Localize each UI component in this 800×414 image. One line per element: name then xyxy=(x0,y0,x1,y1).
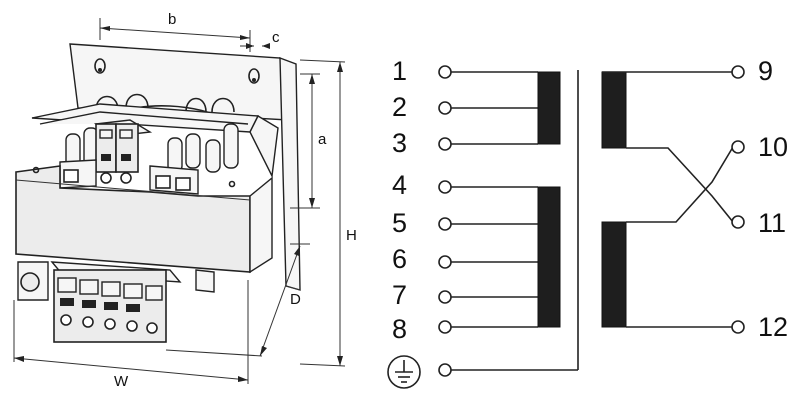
mounting-bracket xyxy=(69,43,301,291)
primary-pin-labels: 1 2 3 4 5 6 7 8 xyxy=(392,56,407,344)
mounting-hole-left-icon xyxy=(94,58,106,74)
terminal-12 xyxy=(731,320,745,334)
primary-winding-lower xyxy=(537,186,561,328)
terminal-2 xyxy=(438,101,452,115)
pin-label-6: 6 xyxy=(392,244,407,274)
secondary-leads xyxy=(602,71,734,328)
dim-D-label: D xyxy=(290,291,301,308)
pin-label-5: 5 xyxy=(392,208,407,238)
pin-label-8: 8 xyxy=(392,314,407,344)
terminal-ground xyxy=(438,363,452,377)
core-shield xyxy=(450,70,579,371)
pin-label-1: 1 xyxy=(392,56,407,86)
dim-H-label: H xyxy=(346,227,357,244)
secondary-winding-upper xyxy=(601,71,627,149)
terminal-11 xyxy=(731,215,745,229)
secondary-pin-labels: 9 10 11 12 xyxy=(758,56,788,342)
pin-label-12: 12 xyxy=(758,312,788,342)
primary-terminals xyxy=(438,65,538,334)
terminal-5 xyxy=(438,217,452,231)
terminal-3 xyxy=(438,137,452,151)
dim-b-label: b xyxy=(168,11,176,28)
terminal-7 xyxy=(438,290,452,304)
pin-label-7: 7 xyxy=(392,280,407,310)
terminal-9 xyxy=(731,65,745,79)
secondary-terminals xyxy=(731,65,745,334)
earth-ground-icon xyxy=(387,355,421,389)
pin-label-11: 11 xyxy=(758,208,786,238)
dimension-lines xyxy=(13,18,346,384)
upper-yoke xyxy=(31,103,279,179)
top-terminal-block xyxy=(93,119,153,184)
mounting-hole-right-icon xyxy=(248,68,260,84)
dimension-labels: b c a H D W xyxy=(114,11,357,390)
bottom-terminal-block xyxy=(50,261,182,343)
transformer-core xyxy=(15,165,273,274)
pin-label-2: 2 xyxy=(392,92,407,122)
coil-posts xyxy=(65,123,239,173)
pin-label-4: 4 xyxy=(392,170,407,200)
dim-a-label: a xyxy=(318,131,327,148)
transformer-drawing: b c a H D W xyxy=(13,11,357,390)
terminal-6 xyxy=(438,255,452,269)
terminal-8 xyxy=(438,320,452,334)
pin-label-3: 3 xyxy=(392,128,407,158)
terminal-4 xyxy=(438,180,452,194)
wiring-schematic: 1 2 3 4 5 6 7 8 xyxy=(387,56,788,389)
pin-label-9: 9 xyxy=(758,56,773,86)
dinrail-clamp xyxy=(17,261,215,301)
terminal-1 xyxy=(438,65,452,79)
primary-winding-upper xyxy=(537,71,561,145)
secondary-winding-lower xyxy=(601,221,627,328)
dim-W-label: W xyxy=(114,373,129,390)
terminal-10 xyxy=(731,140,745,154)
dim-c-label: c xyxy=(272,29,280,46)
pin-label-10: 10 xyxy=(758,132,788,162)
